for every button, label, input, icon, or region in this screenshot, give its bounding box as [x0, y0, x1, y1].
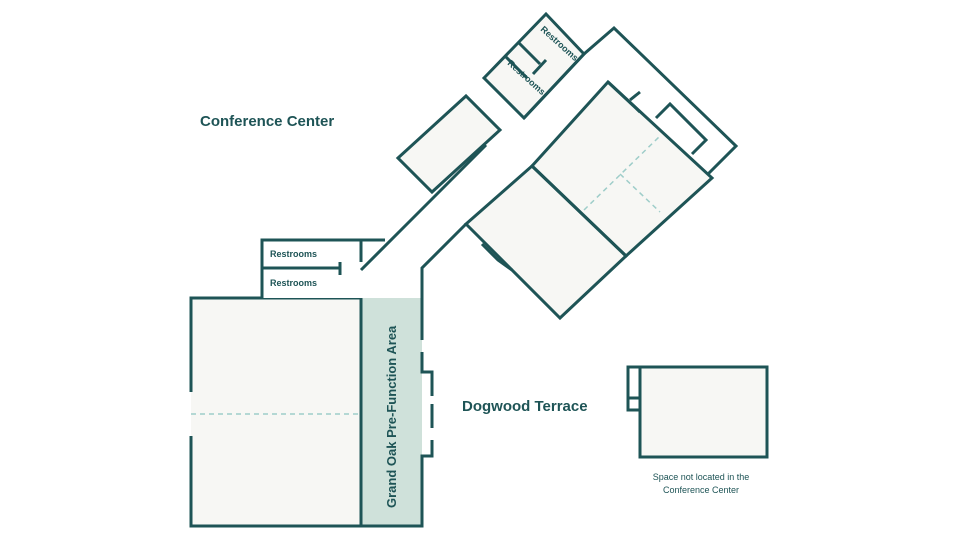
- prefunction-label: Grand Oak Pre-Function Area: [384, 325, 399, 508]
- ballroom[interactable]: [189, 296, 363, 528]
- prefunction-area[interactable]: [361, 298, 422, 526]
- prefunction-east-wall: [361, 298, 434, 528]
- dogwood-terrace-label: Dogwood Terrace: [462, 398, 588, 415]
- corridor-wall-upper: [522, 25, 739, 184]
- restrooms-label-1: Restrooms: [270, 249, 317, 259]
- restrooms-label-2: Restrooms: [270, 278, 317, 288]
- conference-center-label: Conference Center: [200, 113, 334, 130]
- corridor-wall-left: [359, 143, 488, 272]
- restroom-block-lower: [260, 238, 385, 298]
- dogwood-terrace-room[interactable]: [626, 365, 769, 459]
- corridor-wall-right: [420, 222, 468, 298]
- restroom-block-upper: [481, 11, 587, 121]
- hall-divider-2: [619, 173, 661, 213]
- upper-left-room[interactable]: [395, 93, 503, 195]
- note-line-1: Space not located in the: [653, 472, 750, 482]
- grand-hall[interactable]: [463, 79, 715, 321]
- note-line-2: Conference Center: [663, 485, 739, 495]
